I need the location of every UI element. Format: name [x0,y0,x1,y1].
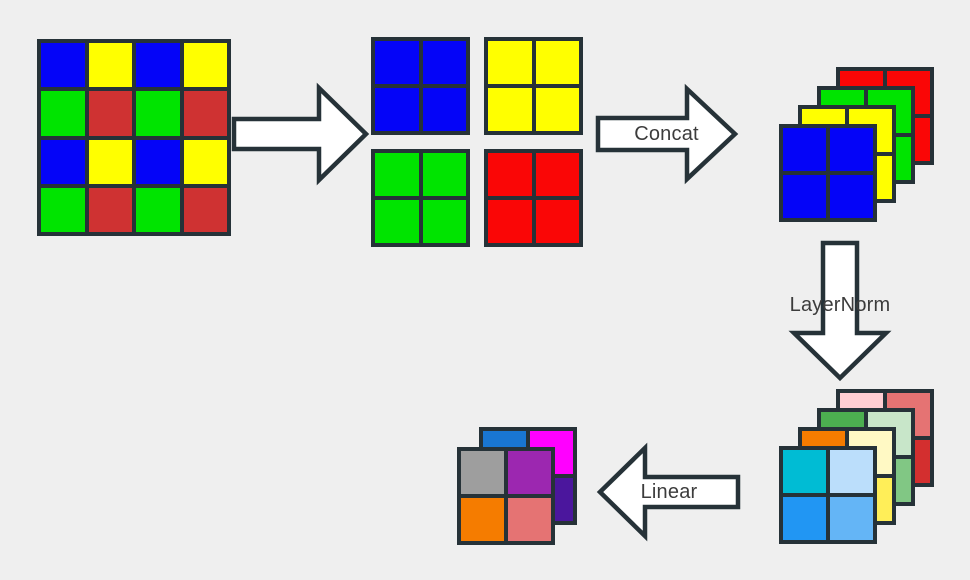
grid-cell [830,450,873,493]
grid-cell [422,153,466,196]
linear-arrow [596,442,741,542]
grid-cell [183,91,227,136]
grid-cell [830,497,873,540]
grid-cell [830,128,873,171]
grid-cell [488,153,532,196]
input-feature-map [37,39,231,236]
grid-cell [783,450,826,493]
split-arrow [231,82,370,186]
grid-cell [830,175,873,218]
grid-cell [136,43,180,88]
grid-cell [488,88,532,131]
grid-cell [375,153,419,196]
grid-cell [508,498,551,541]
grid-cell [422,200,466,243]
grid-cell [783,128,826,171]
grid-cell [183,139,227,184]
patch-grid-green [371,149,470,247]
stack-blue-layer [779,124,877,222]
grid-cell [508,451,551,494]
grid-cell [535,88,579,131]
stack-front-layer [457,447,555,545]
grid-cell [535,41,579,84]
grid-cell [375,200,419,243]
grid-cell [422,41,466,84]
layernorm-label: LayerNorm [789,294,891,316]
grid-cell [461,451,504,494]
patch-grid-blue [371,37,470,135]
grid-cell [535,153,579,196]
grid-cell [41,91,85,136]
grid-cell [488,41,532,84]
grid-cell [136,139,180,184]
grid-cell [183,43,227,88]
grid-cell [41,43,85,88]
patch-grid-yellow [484,37,583,135]
linear-label: Linear [640,481,698,503]
grid-cell [535,200,579,243]
patch-grid-red [484,149,583,247]
grid-cell [783,175,826,218]
grid-cell [461,498,504,541]
stack-blue-layer [779,446,877,544]
grid-cell [88,139,132,184]
grid-cell [488,200,532,243]
concat-arrow [595,83,739,185]
grid-cell [422,88,466,131]
grid-cell [88,187,132,232]
grid-cell [183,187,227,232]
grid-cell [41,187,85,232]
grid-cell [783,497,826,540]
grid-cell [136,187,180,232]
grid-cell [88,43,132,88]
layernorm-arrow [788,240,892,382]
grid-cell [88,91,132,136]
concat-label: Concat [634,123,699,145]
grid-cell [375,41,419,84]
grid-cell [41,139,85,184]
grid-cell [136,91,180,136]
grid-cell [375,88,419,131]
